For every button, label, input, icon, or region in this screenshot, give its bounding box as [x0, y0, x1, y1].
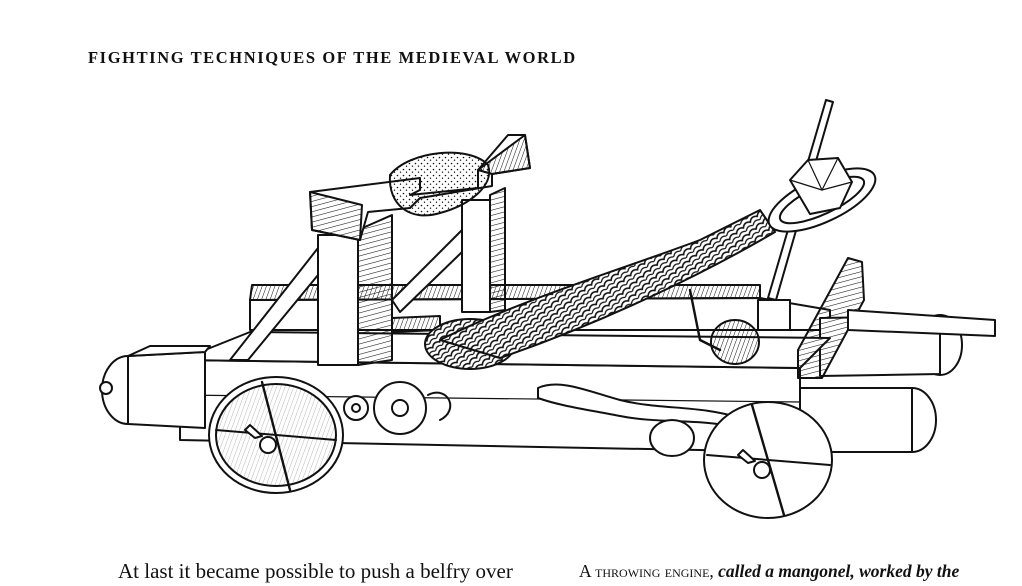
axle-hub — [649, 419, 695, 457]
rear-wheel — [703, 401, 833, 519]
front-crossbar — [99, 345, 211, 429]
trigger-bracket — [797, 257, 996, 379]
running-head: FIGHTING TECHNIQUES OF THE MEDIEVAL WORL… — [88, 48, 577, 67]
mangonel-illustration — [99, 99, 996, 519]
front-wheel — [208, 376, 344, 494]
ratchet-gear — [343, 381, 452, 435]
caption-rest: called a mangonel, worked by the — [718, 561, 960, 581]
sling-and-stone — [767, 157, 877, 233]
a-frame-uprights — [229, 187, 506, 366]
winch-drum — [688, 288, 760, 365]
body-text-line: At last it became possible to push a bel… — [118, 559, 513, 583]
caption-lead: A throwing engine, — [579, 561, 714, 581]
figure-caption: A throwing engine, called a mangonel, wo… — [579, 561, 960, 581]
crossbeam-cushion — [388, 151, 491, 217]
rope-arm — [439, 209, 776, 359]
